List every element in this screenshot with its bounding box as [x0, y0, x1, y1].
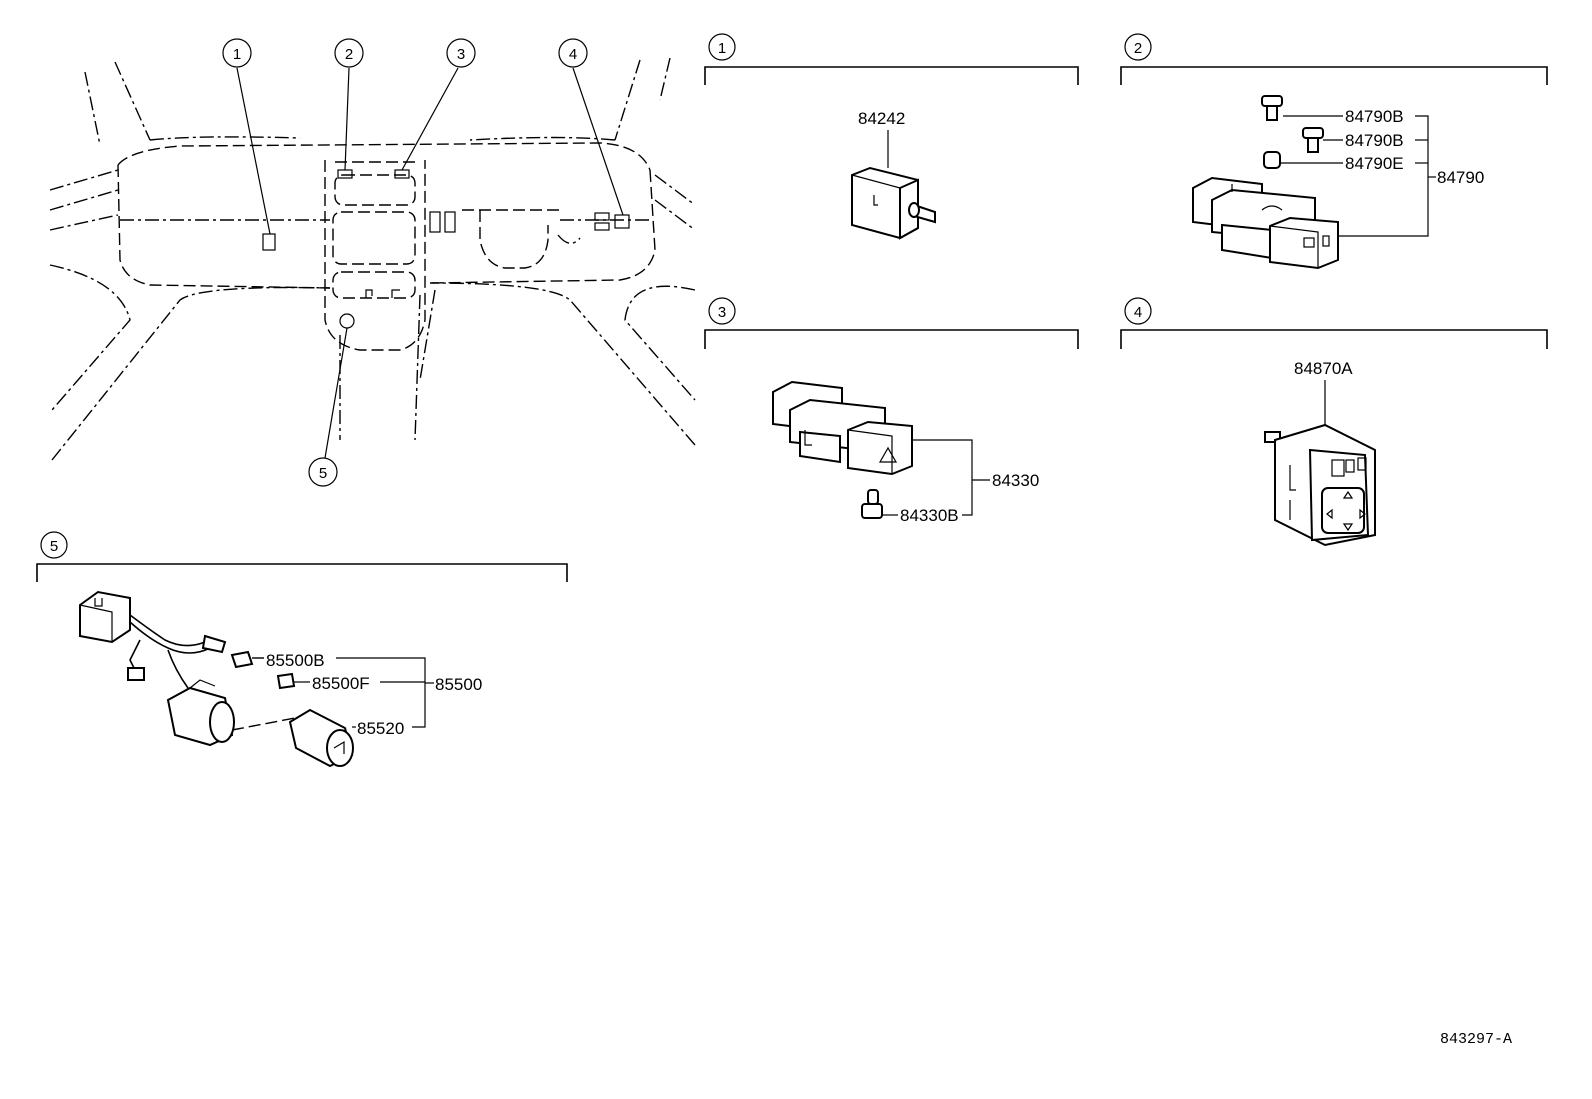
callout-2-label: 2: [345, 46, 353, 63]
section-5-number: 5: [50, 538, 58, 555]
part-84870A-label: 84870A: [1294, 359, 1353, 378]
part-84790E-label: 84790E: [1345, 154, 1404, 173]
bulb-84790E-drawing: [1263, 151, 1281, 169]
section-3-panel: 3 84330 84330B: [704, 297, 1079, 525]
switch-84790-drawing: [1192, 176, 1339, 270]
section-2-panel: 2 84790B 84790B 84790E 84790: [1120, 33, 1548, 270]
section-4-panel: 4 84870A: [1120, 297, 1548, 547]
section-1-number: 1: [718, 40, 726, 57]
callout-5-label: 5: [319, 465, 327, 482]
bulb-84790B-b-drawing: [1302, 127, 1324, 153]
section-2-number: 2: [1134, 40, 1142, 57]
section-1-panel: 1 84242: [704, 33, 1079, 240]
hazard-switch-84330-drawing: [772, 380, 913, 476]
part-84790B-b-label: 84790B: [1345, 131, 1404, 150]
section-5-panel: 5 85500B: [36, 531, 568, 768]
mirror-switch-84870A-drawing: [1264, 423, 1376, 547]
cigarette-lighter-85500-drawing: [79, 590, 354, 768]
callout-1-label: 1: [233, 46, 241, 63]
callout-3-label: 3: [457, 46, 465, 63]
callout-circle: [222, 38, 252, 68]
switch-84242-drawing: [851, 166, 936, 240]
part-85520-label: 85520: [357, 719, 404, 738]
section-4-number: 4: [1134, 304, 1142, 321]
part-84330B-label: 84330B: [900, 506, 959, 525]
part-85500-label: 85500: [435, 675, 482, 694]
bulb-84330B-drawing: [861, 489, 883, 519]
bulb-84790B-a-drawing: [1261, 95, 1283, 121]
part-84242-label: 84242: [858, 109, 905, 128]
part-85500F-label: 85500F: [312, 674, 370, 693]
part-84330-label: 84330: [992, 471, 1039, 490]
section-3-number: 3: [718, 304, 726, 321]
part-84790-label: 84790: [1437, 168, 1484, 187]
part-85500B-label: 85500B: [266, 651, 325, 670]
diagram-code: 843297-A: [1440, 1031, 1512, 1048]
dashboard-overview: 1 2 3 4 5: [49, 38, 696, 487]
callout-4-label: 4: [569, 46, 577, 63]
part-84790B-a-label: 84790B: [1345, 107, 1404, 126]
